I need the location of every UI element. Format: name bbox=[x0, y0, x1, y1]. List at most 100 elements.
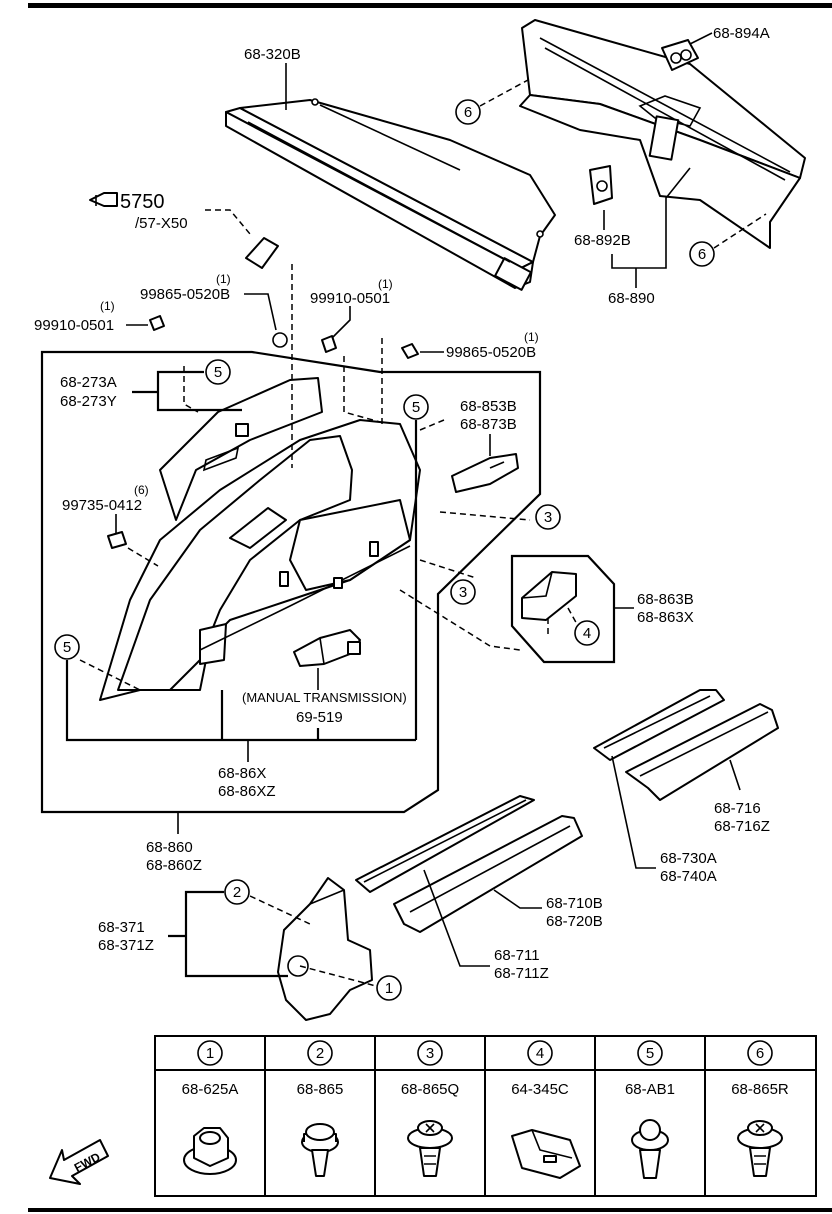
label-68-711z: 68-711Z bbox=[494, 965, 549, 982]
svg-text:2: 2 bbox=[316, 1045, 324, 1062]
marker-5-c bbox=[54, 634, 80, 660]
nut-99910-a bbox=[149, 315, 165, 331]
label-68-86x: 68-86X bbox=[218, 765, 266, 782]
top-rule bbox=[28, 3, 832, 8]
strap-69-519 bbox=[293, 629, 361, 667]
fastener-spring-clip-icon bbox=[511, 1129, 581, 1179]
label-manual-transmission: (MANUAL TRANSMISSION) bbox=[242, 690, 407, 705]
fastener-nut-icon bbox=[183, 1127, 237, 1175]
table-header-3: 3 bbox=[417, 1040, 443, 1066]
label-68-863x: 68-863X bbox=[637, 609, 694, 626]
label-68-730a: 68-730A bbox=[660, 850, 717, 867]
svg-text:1: 1 bbox=[206, 1045, 214, 1062]
marker-6-b bbox=[689, 241, 715, 267]
marker-2 bbox=[224, 879, 250, 905]
label-99910-0501-a: 99910-0501 bbox=[34, 317, 114, 334]
upper-trim-panel bbox=[159, 377, 323, 521]
table-header-6: 6 bbox=[747, 1040, 773, 1066]
svg-text:(1): (1) bbox=[100, 299, 115, 313]
fastener-screw-rivet-icon bbox=[737, 1120, 783, 1177]
label-68-86xz: 68-86XZ bbox=[218, 783, 276, 800]
table-header-5: 5 bbox=[637, 1040, 663, 1066]
svg-text:1: 1 bbox=[385, 980, 393, 997]
scuff-plate-front bbox=[355, 795, 583, 933]
table-header-4: 4 bbox=[527, 1040, 553, 1066]
svg-text:(1): (1) bbox=[524, 330, 539, 344]
scuff-plate-rear bbox=[593, 689, 779, 801]
reference-pointer bbox=[89, 192, 118, 207]
svg-text:5: 5 bbox=[214, 364, 222, 381]
bracket-68-892b bbox=[589, 165, 613, 205]
marker-1 bbox=[376, 975, 402, 1001]
fastener-christmas-clip-icon bbox=[631, 1119, 669, 1179]
bracket-68-853b bbox=[451, 453, 519, 493]
label-69-519: 69-519 bbox=[296, 709, 343, 726]
table-part-5: 68-AB1 bbox=[625, 1081, 675, 1098]
reference-number: 5750 bbox=[120, 191, 165, 213]
svg-text:5: 5 bbox=[63, 639, 71, 656]
label-99865-0520b-b: 99865-0520B bbox=[446, 344, 536, 361]
label-68-894a: 68-894A bbox=[713, 25, 770, 42]
label-68-711: 68-711 bbox=[494, 947, 540, 964]
box-68-863b bbox=[510, 554, 616, 664]
label-99735-0412: 99735-0412 bbox=[62, 497, 142, 514]
label-68-853b: 68-853B bbox=[460, 398, 517, 415]
label-68-273a: 68-273A bbox=[60, 374, 117, 391]
assembly-frame-68-860 bbox=[40, 350, 542, 814]
trunk-end-trim bbox=[519, 19, 806, 249]
label-68-860z: 68-860Z bbox=[146, 857, 202, 874]
table-part-1: 68-625A bbox=[182, 1081, 239, 1098]
svg-text:3: 3 bbox=[544, 509, 552, 526]
svg-text:5: 5 bbox=[412, 399, 420, 416]
reference-sub: /57-X50 bbox=[135, 215, 188, 232]
fastener-push-clip-icon bbox=[301, 1123, 339, 1177]
screw-99735 bbox=[107, 531, 127, 549]
marker-5-b bbox=[403, 394, 429, 420]
trim-panel-68-371 bbox=[277, 877, 373, 1021]
table-part-3: 68-865Q bbox=[401, 1081, 459, 1098]
svg-text:6: 6 bbox=[698, 246, 706, 263]
svg-text:(1): (1) bbox=[378, 277, 393, 291]
svg-text:2: 2 bbox=[233, 884, 241, 901]
label-68-863b: 68-863B bbox=[637, 591, 694, 608]
bottom-rule bbox=[28, 1208, 832, 1212]
marker-5-a bbox=[205, 359, 231, 385]
svg-text:(6): (6) bbox=[134, 483, 149, 497]
label-68-716: 68-716 bbox=[714, 800, 761, 817]
svg-text:4: 4 bbox=[583, 625, 591, 642]
fastener-screw-clip-icon bbox=[407, 1120, 453, 1177]
table-header-2: 2 bbox=[307, 1040, 333, 1066]
label-68-320b: 68-320B bbox=[244, 46, 301, 63]
tonneau-cover bbox=[225, 98, 556, 291]
table-header-1: 1 bbox=[197, 1040, 223, 1066]
svg-text:(1): (1) bbox=[216, 272, 231, 286]
label-68-860: 68-860 bbox=[146, 839, 193, 856]
side-trim-body bbox=[99, 419, 421, 701]
label-68-716z: 68-716Z bbox=[714, 818, 770, 835]
label-68-892b: 68-892B bbox=[574, 232, 631, 249]
label-99910-0501-b: 99910-0501 bbox=[310, 290, 390, 307]
svg-text:6: 6 bbox=[756, 1045, 764, 1062]
svg-text:3: 3 bbox=[426, 1045, 434, 1062]
marker-4 bbox=[574, 620, 600, 646]
cover-68-863b bbox=[521, 571, 579, 636]
svg-text:4: 4 bbox=[536, 1045, 544, 1062]
clip-68-894a bbox=[661, 39, 699, 71]
label-68-710b: 68-710B bbox=[546, 895, 603, 912]
svg-text:6: 6 bbox=[464, 104, 472, 121]
marker-6-a bbox=[455, 99, 481, 125]
leader-68-890 bbox=[611, 167, 691, 269]
label-68-890: 68-890 bbox=[608, 290, 655, 307]
label-68-873b: 68-873B bbox=[460, 416, 517, 433]
table-part-2: 68-865 bbox=[297, 1081, 344, 1098]
screw-99865-b bbox=[401, 343, 419, 359]
label-68-371: 68-371 bbox=[98, 919, 145, 936]
table-part-4: 64-345C bbox=[511, 1081, 569, 1098]
svg-text:3: 3 bbox=[459, 584, 467, 601]
table-part-6: 68-865R bbox=[731, 1081, 789, 1098]
forward-arrow-icon: FWD bbox=[49, 1139, 109, 1185]
label-68-273y: 68-273Y bbox=[60, 393, 117, 410]
lamp-lens bbox=[245, 237, 279, 269]
label-99865-0520b-a: 99865-0520B bbox=[140, 286, 230, 303]
